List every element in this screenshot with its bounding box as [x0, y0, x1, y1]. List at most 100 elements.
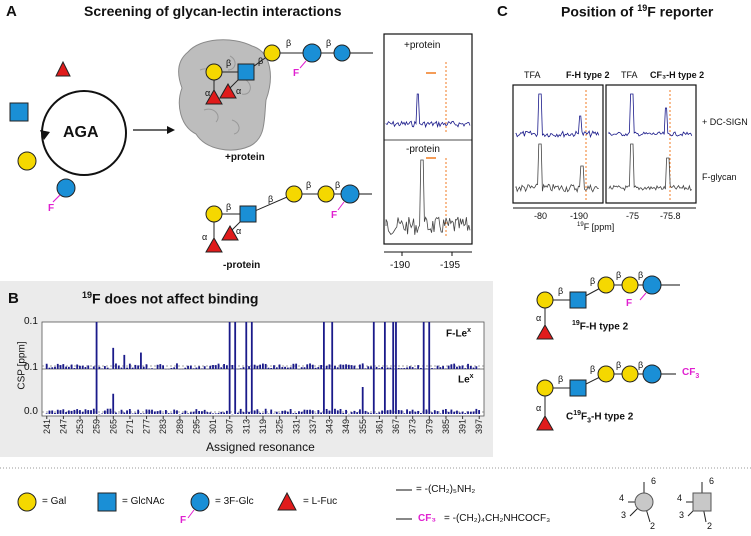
- csp-bar: [458, 412, 461, 414]
- x-tick-label: 361: [374, 419, 384, 434]
- csp-bar: [187, 365, 189, 369]
- csp-bar: [90, 410, 92, 414]
- csp-bar: [353, 365, 356, 369]
- csp-bar: [350, 412, 353, 414]
- csp-bar: [128, 409, 131, 414]
- csp-bar: [54, 412, 56, 414]
- csp-bar: [475, 366, 478, 369]
- csp-bar: [79, 365, 81, 369]
- csp-bar: [447, 411, 450, 414]
- csp-bar: [342, 364, 345, 369]
- csp-bar: [381, 366, 384, 369]
- csp-bar: [225, 410, 228, 414]
- csp-bar: [458, 366, 461, 369]
- csp-bar: [436, 411, 439, 414]
- csp-bar: [406, 409, 408, 414]
- csp-bar: [467, 363, 469, 369]
- csp-bar: [267, 367, 270, 369]
- x-tick-label: 277: [142, 419, 152, 434]
- fh-type2-label: 19F-H type 2: [572, 320, 629, 333]
- legend-fuc-symbol: [277, 491, 297, 511]
- csp-bar: [417, 410, 420, 414]
- csp-bar: [306, 409, 309, 414]
- csp-bar: [420, 368, 422, 369]
- csp-bar: [317, 410, 320, 414]
- x-tick-label: 355: [358, 419, 368, 434]
- legend-gal-label: = Gal: [42, 496, 67, 507]
- csp-bar: [303, 409, 306, 414]
- csp-bar: [231, 365, 234, 369]
- panel-a-title: Screening of glycan-lectin interactions: [84, 3, 342, 19]
- csp-bar: [395, 369, 397, 414]
- nmr-c-tick-label: -190: [570, 211, 589, 221]
- csp-bar: [76, 409, 79, 414]
- beta-label: β: [590, 364, 596, 374]
- legend-position-circle: [628, 482, 654, 523]
- nmr-c-left-frame: [512, 84, 604, 204]
- csp-bar: [442, 409, 444, 414]
- csp-bar: [142, 413, 145, 414]
- csp-bar: [101, 413, 104, 414]
- csp-bar: [126, 367, 128, 369]
- y-tick-label: 0.1: [24, 362, 38, 373]
- plus-protein-label: +protein: [225, 152, 265, 163]
- nmr-c-row-label: + DC-SIGN: [702, 117, 748, 127]
- csp-bar: [234, 369, 237, 414]
- x-tick-label: 271: [125, 419, 135, 434]
- csp-bars-le: [45, 369, 481, 415]
- csp-bar: [131, 413, 134, 414]
- beta-label: β: [558, 286, 564, 296]
- csp-bar: [206, 412, 209, 414]
- csp-bar: [214, 365, 217, 369]
- csp-bar: [212, 413, 214, 414]
- csp-bar: [311, 364, 314, 369]
- panel-c-letter: C: [497, 3, 508, 20]
- csp-bar: [159, 410, 162, 414]
- csp-bar: [195, 409, 198, 414]
- csp-bar: [103, 410, 106, 414]
- csp-bars-fle: [45, 322, 481, 370]
- csp-bar: [245, 369, 248, 414]
- nmr-c-header: CF₃-H type 2: [650, 70, 705, 80]
- csp-bar: [331, 322, 334, 369]
- legend-fglc-symbol: [190, 492, 210, 512]
- csp-bar: [112, 347, 115, 369]
- csp-bar: [253, 410, 256, 414]
- process-arrowhead: [167, 126, 175, 134]
- csp-bar: [350, 365, 353, 369]
- csp-bar: [386, 410, 389, 414]
- csp-bar: [170, 413, 173, 414]
- free-glycan: [205, 184, 372, 253]
- csp-bar: [431, 412, 433, 414]
- csp-bar: [370, 413, 372, 414]
- csp-bar: [56, 363, 59, 369]
- nmr-c-tick-label: -75.8: [660, 211, 681, 221]
- csp-bar: [192, 411, 195, 414]
- csp-bar: [62, 364, 65, 369]
- csp-bar: [361, 387, 364, 414]
- csp-bar: [262, 413, 264, 414]
- x-tick-label: 349: [341, 419, 351, 434]
- csp-bar: [117, 365, 120, 369]
- csp-bar: [345, 409, 347, 414]
- aga-label: AGA: [63, 124, 99, 141]
- csp-bar: [336, 367, 339, 369]
- csp-bar: [381, 410, 384, 414]
- csp-bar: [378, 412, 381, 414]
- csp-bar: [225, 365, 228, 369]
- csp-bar: [156, 364, 159, 369]
- csp-bar: [364, 368, 367, 369]
- legend-fglc-label: = 3F-Glc: [215, 496, 254, 507]
- position-label: 6: [651, 476, 657, 486]
- legend-glcnac-label: = GlcNAc: [122, 496, 165, 507]
- panel-b-letter: B: [8, 290, 19, 307]
- csp-bar: [45, 413, 48, 414]
- csp-bar: [403, 413, 406, 414]
- csp-bar: [156, 411, 159, 414]
- x-tick-label: 373: [408, 419, 418, 434]
- csp-bar: [325, 365, 328, 369]
- nmr-a-tick-label: -195: [440, 260, 461, 271]
- csp-bar: [95, 369, 98, 414]
- csp-bar: [311, 410, 314, 414]
